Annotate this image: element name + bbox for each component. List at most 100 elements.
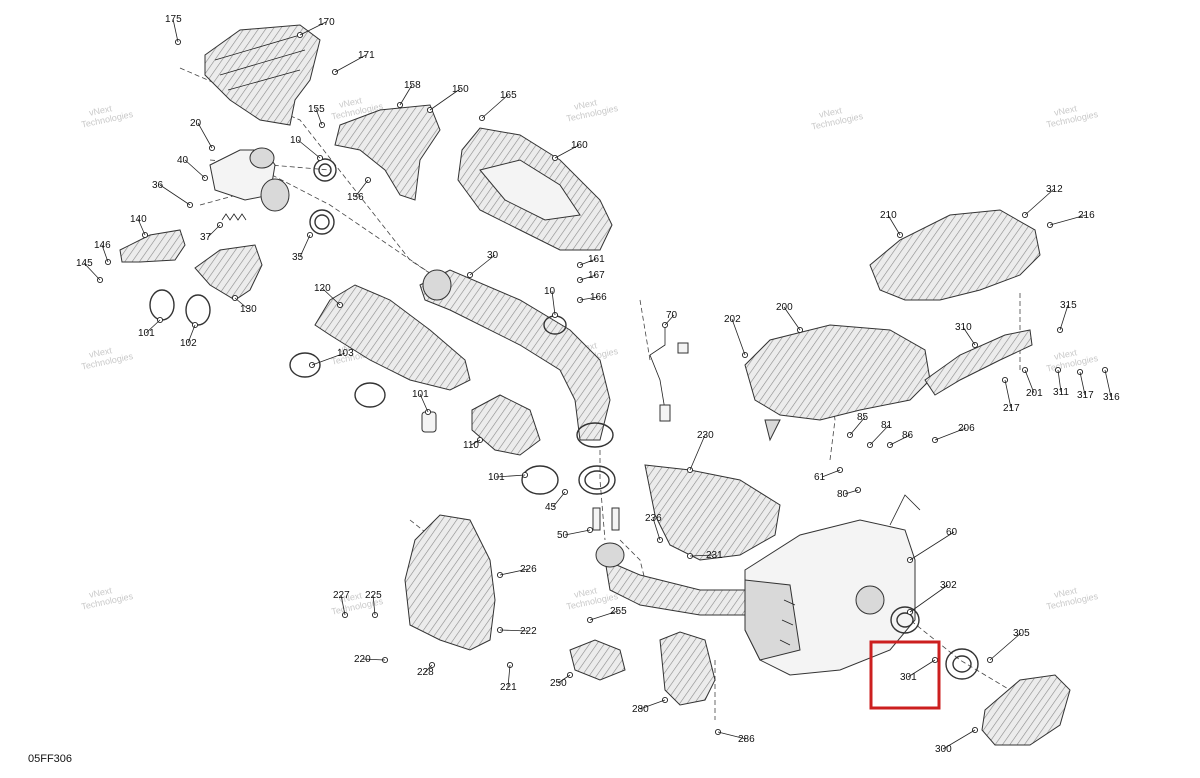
leader-line-85 [849, 416, 866, 436]
tailpipe-link [595, 542, 746, 616]
leader-line-60 [909, 531, 955, 561]
part-label-280: 280 [632, 704, 649, 715]
leader-line-20 [197, 122, 213, 149]
part-label-236: 236 [645, 513, 662, 524]
part-label-102: 102 [180, 338, 197, 349]
part-label-130: 130 [240, 304, 257, 315]
watermark: vNextTechnologies [563, 93, 619, 124]
leader-line-316 [1104, 369, 1112, 398]
leader-line-145 [83, 262, 101, 281]
bracket-150 [334, 104, 441, 201]
heat-shield-280 [659, 631, 716, 706]
leader-line-210 [887, 214, 901, 236]
leader-line-216 [1049, 214, 1087, 226]
leader-line-300 [942, 729, 976, 750]
part-label-81: 81 [881, 420, 893, 431]
part-label-150: 150 [452, 84, 469, 95]
part-label-36: 36 [152, 180, 164, 191]
part-label-140: 140 [130, 214, 147, 225]
part-label-35: 35 [292, 252, 304, 263]
part-label-227: 227 [333, 590, 350, 601]
heat-shield-110 [471, 394, 541, 456]
leader-line-130 [234, 297, 249, 310]
leader-line-36 [159, 184, 191, 206]
leader-line-103 [311, 352, 346, 366]
leader-line-311 [1057, 369, 1062, 393]
part-label-166: 166 [590, 292, 607, 303]
part-label-60: 60 [946, 527, 958, 538]
part-label-61: 61 [814, 472, 826, 483]
leader-line-37 [207, 224, 221, 238]
leader-line-61 [821, 469, 841, 478]
part-label-70: 70 [666, 310, 678, 321]
leader-line-150 [429, 88, 461, 111]
part-label-85: 85 [857, 412, 869, 423]
heat-shield-210 [869, 209, 1041, 301]
part-label-50: 50 [557, 530, 569, 541]
leader-line-81 [869, 424, 890, 446]
heat-shield-220 [404, 514, 496, 651]
part-label-37: 37 [200, 232, 212, 243]
leader-line-225 [372, 594, 376, 616]
watermark: vNextTechnologies [78, 581, 134, 612]
part-label-103: 103 [337, 348, 354, 359]
part-label-145: 145 [76, 258, 93, 269]
leader-line-228 [424, 664, 433, 673]
leader-line-80 [844, 489, 859, 495]
part-label-161: 161 [588, 254, 605, 265]
part-label-210: 210 [880, 210, 897, 221]
leader-line-45 [552, 491, 566, 508]
part-label-160: 160 [571, 140, 588, 151]
heat-shield-120 [314, 284, 471, 391]
part-label-30: 30 [487, 250, 499, 261]
watermark: vNextTechnologies [1043, 581, 1099, 612]
part-label-171: 171 [358, 50, 375, 61]
watermark: vNextTechnologies [78, 99, 134, 130]
part-label-175: 175 [165, 14, 182, 25]
leader-line-120 [321, 287, 341, 306]
leader-line-158 [399, 84, 413, 106]
part-label-310: 310 [955, 322, 972, 333]
part-label-206: 206 [958, 423, 975, 434]
leader-line-166 [579, 296, 599, 301]
part-label-10: 10 [290, 135, 302, 146]
leader-line-226 [499, 568, 529, 576]
part-label-286: 286 [738, 734, 755, 745]
leader-line-146 [101, 244, 109, 263]
clamp-101-left [149, 289, 175, 321]
part-label-155: 155 [308, 104, 325, 115]
leader-line-280 [639, 699, 666, 710]
gasket-35 [309, 209, 335, 235]
leader-line-70 [664, 314, 675, 326]
part-label-315: 315 [1060, 300, 1077, 311]
watermark: vNextTechnologies [1043, 343, 1099, 374]
heat-shield-200 [744, 324, 931, 442]
part-label-20: 20 [190, 118, 202, 129]
part-label-165: 165 [500, 90, 517, 101]
leader-line-175 [172, 18, 179, 43]
part-label-221: 221 [500, 682, 517, 693]
part-label-201: 201 [1026, 388, 1043, 399]
leader-line-255 [589, 610, 619, 621]
part-label-80: 80 [837, 489, 849, 500]
watermark: vNextTechnologies [808, 101, 864, 132]
manifold-40 [209, 147, 290, 212]
part-label-231: 231 [706, 550, 723, 561]
part-label-110: 110 [463, 440, 479, 451]
leader-line-315 [1059, 304, 1069, 331]
leader-line-305 [989, 632, 1022, 661]
leader-line-101 [419, 393, 429, 413]
clamp-103 [289, 352, 386, 408]
leader-line-165 [481, 94, 509, 119]
leader-line-250 [557, 674, 571, 684]
leader-line-227 [340, 594, 346, 616]
part-label-200: 200 [776, 302, 793, 313]
part-label-225: 225 [365, 590, 382, 601]
part-label-216: 216 [1078, 210, 1095, 221]
leader-line-10 [297, 139, 321, 159]
clamp-101-center [521, 465, 559, 495]
part-label-228: 228 [417, 667, 434, 678]
leader-line-86 [889, 434, 911, 446]
part-label-217: 217 [1003, 403, 1020, 414]
part-label-170: 170 [318, 17, 335, 28]
